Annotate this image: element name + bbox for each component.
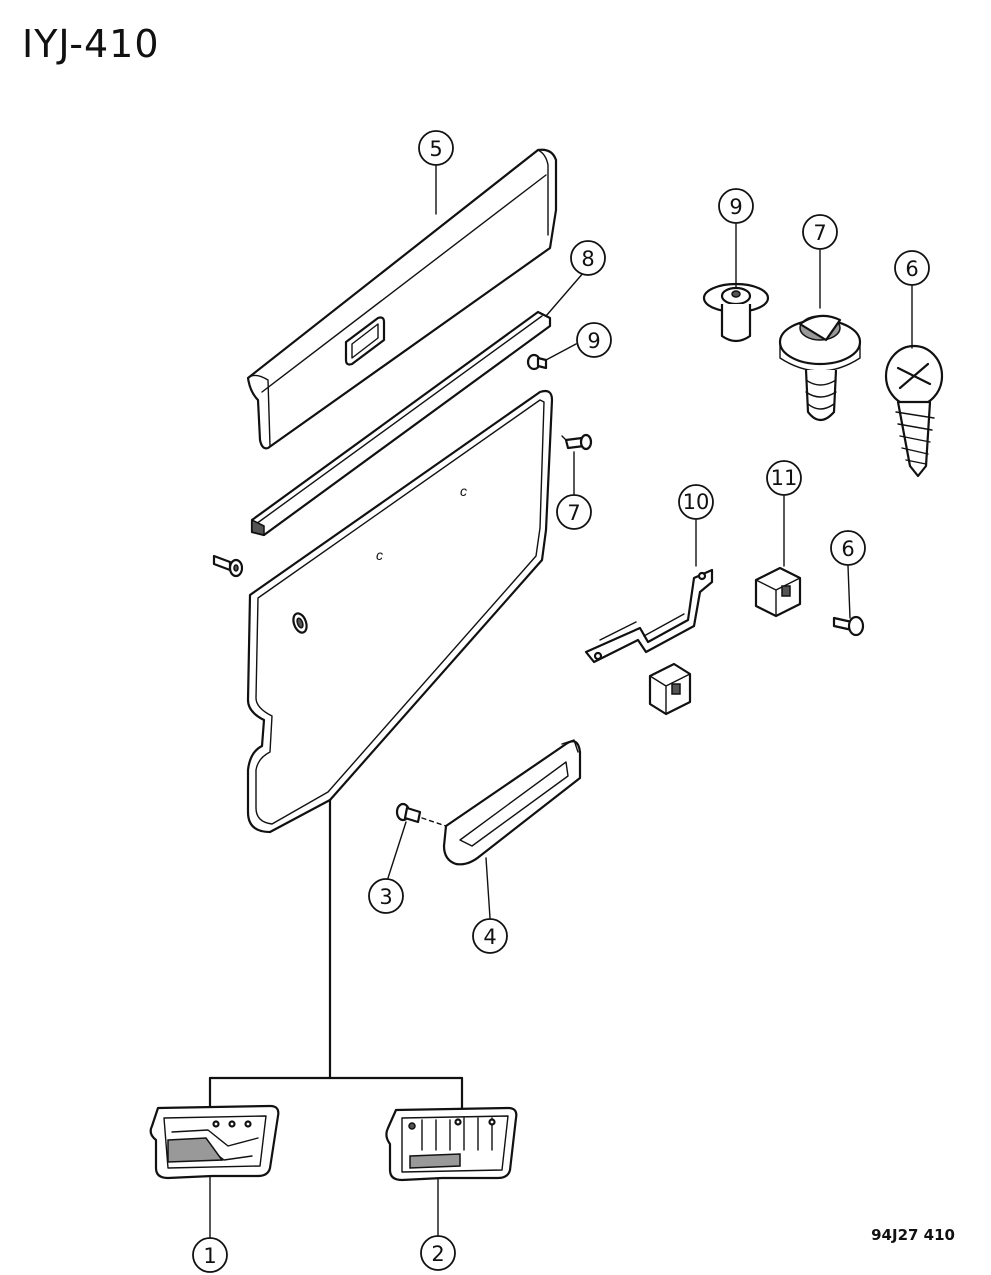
armrest-bracket <box>584 568 714 664</box>
small-screw-6 <box>832 615 865 637</box>
svg-text:8: 8 <box>581 247 594 271</box>
callout-6-screw: 6 <box>894 250 930 286</box>
svg-text:6: 6 <box>905 257 918 281</box>
svg-text:2: 2 <box>431 1242 444 1266</box>
callout-10: 10 <box>678 484 714 520</box>
panel-mark-b: c <box>376 547 383 563</box>
handle-screw <box>395 802 447 827</box>
callout-6-small: 6 <box>830 530 866 566</box>
callout-7-small: 7 <box>556 494 592 530</box>
push-clip-enlarged <box>702 282 770 343</box>
trim-variant-1 <box>149 1104 280 1180</box>
callout-9-small: 9 <box>576 322 612 358</box>
svg-text:4: 4 <box>483 925 496 949</box>
clip-nut-lower <box>648 662 692 716</box>
svg-text:11: 11 <box>771 466 798 490</box>
svg-text:7: 7 <box>813 221 826 245</box>
door-trim-panel: c c <box>246 389 554 834</box>
callout-5: 5 <box>418 130 454 166</box>
push-retainer-enlarged <box>778 314 862 422</box>
svg-text:5: 5 <box>429 137 442 161</box>
callout-9-clip: 9 <box>718 188 754 224</box>
svg-text:6: 6 <box>841 537 854 561</box>
callout-3: 3 <box>368 878 404 914</box>
leader-lines <box>208 165 913 1239</box>
trim-variant-2 <box>385 1106 518 1182</box>
callout-11: 11 <box>766 460 802 496</box>
callout-8: 8 <box>570 240 606 276</box>
panel-push-pin <box>212 554 244 578</box>
callout-7-retainer: 7 <box>802 214 838 250</box>
diagram-code: IYJ-410 <box>22 22 160 66</box>
callout-1: 1 <box>192 1237 228 1273</box>
callout-4: 4 <box>472 918 508 954</box>
drawing-number: 94J27 410 <box>871 1226 955 1244</box>
screw-enlarged <box>884 344 944 478</box>
small-fastener-7 <box>561 433 593 451</box>
callout-2: 2 <box>420 1235 456 1271</box>
svg-text:3: 3 <box>379 885 392 909</box>
panel-mark-a: c <box>460 483 467 499</box>
clip-nut <box>754 566 802 618</box>
svg-text:1: 1 <box>203 1244 216 1268</box>
svg-text:7: 7 <box>567 501 580 525</box>
pull-handle <box>442 739 582 866</box>
upper-trim-panel <box>246 148 558 450</box>
small-clip-9 <box>526 353 548 371</box>
svg-text:9: 9 <box>729 195 742 219</box>
svg-text:9: 9 <box>587 329 600 353</box>
svg-text:10: 10 <box>683 490 710 514</box>
weatherstrip <box>250 310 552 537</box>
